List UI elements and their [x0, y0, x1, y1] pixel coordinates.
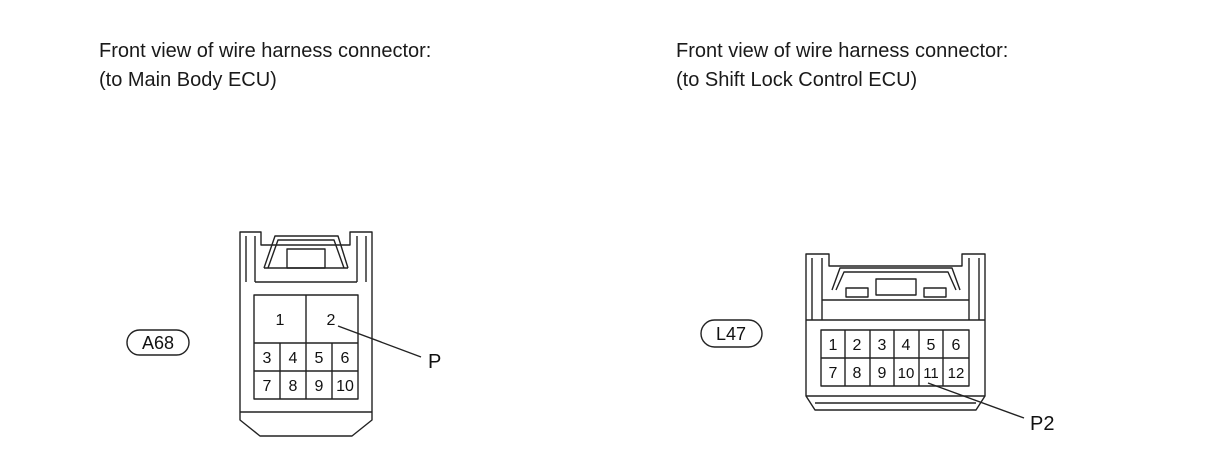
left-pin-7: 7 [263, 378, 272, 395]
right-pin-8: 8 [853, 365, 862, 382]
right-pin-9: 9 [878, 365, 887, 382]
right-connector-body [805, 253, 986, 411]
left-pin-9: 9 [315, 378, 324, 395]
right-caption-line2: (to Shift Lock Control ECU) [676, 69, 918, 91]
right-code-oval [700, 319, 763, 348]
left-pin-3: 3 [263, 350, 272, 367]
left-pin-1: 1 [276, 312, 285, 329]
right-pin-4: 4 [902, 337, 911, 354]
left-callout-leader [337, 325, 422, 358]
left-pin-4: 4 [289, 350, 298, 367]
right-pin-10: 10 [898, 365, 915, 382]
right-pin-2: 2 [853, 337, 862, 354]
left-connector-code: A68 [142, 333, 174, 353]
right-pin-5: 5 [927, 337, 936, 354]
right-pin-7: 7 [829, 365, 838, 382]
right-pin-6: 6 [952, 337, 961, 354]
left-pin-5: 5 [315, 350, 324, 367]
right-pin-3: 3 [878, 337, 887, 354]
left-pin-grid [253, 294, 359, 400]
left-pin-6: 6 [341, 350, 350, 367]
left-connector-body [239, 231, 373, 437]
right-connector-code: L47 [716, 324, 746, 344]
right-connector-caption: Front view of wire harness connector: (t… [676, 37, 1008, 95]
left-connector-caption: Front view of wire harness connector: (t… [99, 37, 431, 95]
left-code-oval [126, 329, 190, 356]
right-pin-11: 11 [923, 365, 939, 382]
left-caption-line1: Front view of wire harness connector: [99, 40, 432, 62]
right-pin-1: 1 [829, 337, 838, 354]
right-pin-12: 12 [948, 365, 965, 382]
left-pin-10: 10 [336, 378, 354, 395]
right-caption-line1: Front view of wire harness connector: [676, 40, 1009, 62]
right-pin-grid [820, 329, 970, 387]
right-callout-leader [927, 382, 1025, 419]
left-pin-8: 8 [289, 378, 298, 395]
left-caption-line2: (to Main Body ECU) [99, 69, 277, 91]
right-callout-label: P2 [1030, 413, 1054, 435]
left-pin-2: 2 [327, 312, 336, 329]
left-callout-label: P [428, 351, 441, 373]
